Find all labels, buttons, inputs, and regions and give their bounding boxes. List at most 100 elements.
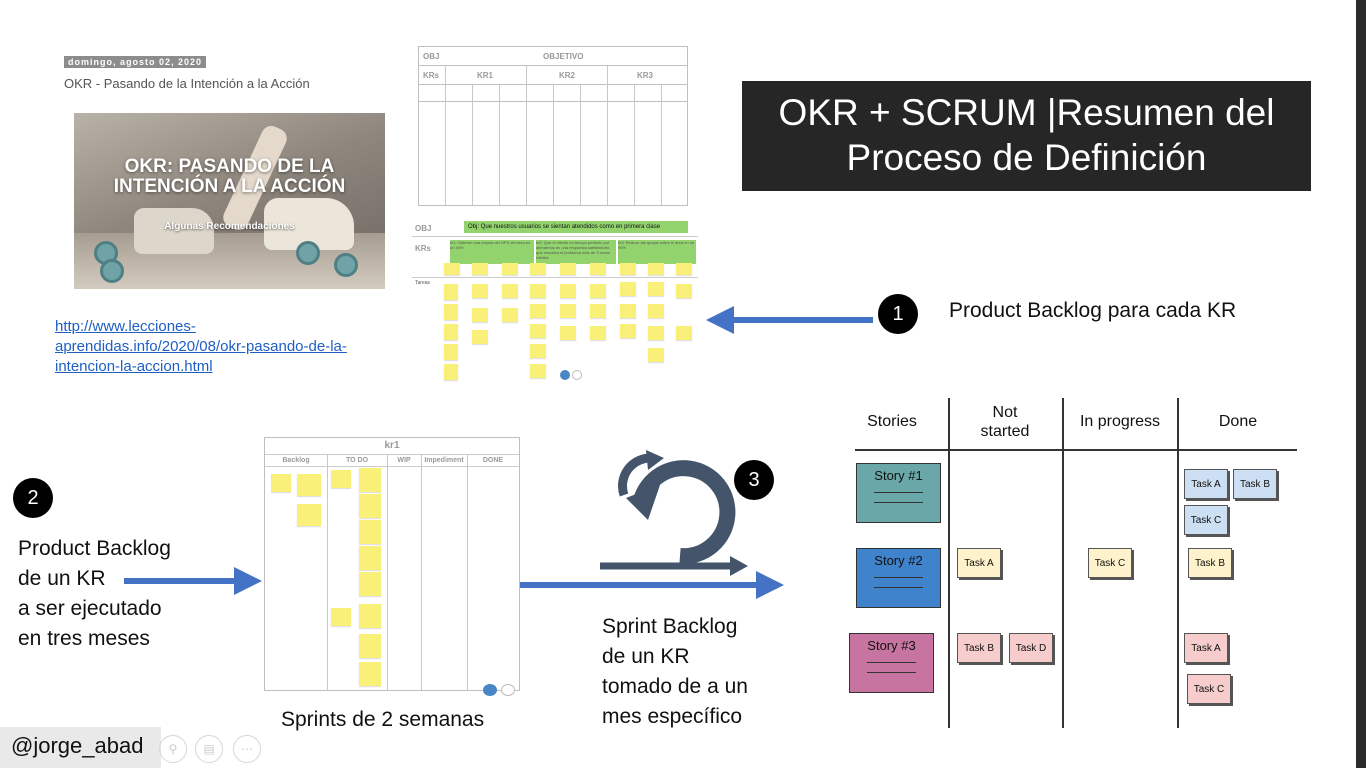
story-card: Story #3	[849, 633, 934, 693]
task-card: Task A	[1184, 469, 1228, 499]
sticky-note	[648, 263, 664, 275]
image-title: OKR: PASANDO DE LA INTENCIÓN A LA ACCIÓN	[113, 156, 346, 197]
sticky-note	[530, 344, 546, 358]
sticky-note	[444, 263, 460, 275]
sticky-note	[620, 304, 636, 318]
story-line	[873, 493, 924, 503]
story-line	[873, 578, 924, 588]
sticky-note	[590, 263, 606, 275]
sticky-note	[297, 504, 321, 526]
column-divider	[661, 85, 662, 205]
sticky-note	[359, 572, 381, 596]
sticky-note	[444, 344, 458, 360]
column-divider	[580, 85, 581, 205]
story-line	[873, 568, 924, 578]
text-line: en tres meses	[18, 627, 150, 650]
arrow-left-icon	[706, 306, 873, 334]
wheel-icon	[296, 241, 320, 265]
kanban-column-header: In progress	[1079, 413, 1161, 430]
sticky-note	[530, 263, 546, 275]
kanban-column-divider	[1177, 398, 1179, 728]
sticky-note	[502, 308, 518, 322]
column-header: TO DO	[345, 457, 369, 464]
text-line: tomado de a un	[602, 675, 748, 698]
sticky-note	[648, 348, 664, 362]
step-1-text: Product Backlog para cada KR	[949, 299, 1237, 322]
text-line: de un KR	[602, 645, 690, 668]
sticky-note	[359, 662, 381, 686]
column-header: Backlog	[282, 457, 310, 464]
story-card: Story #2	[856, 548, 941, 608]
wheel-icon	[334, 253, 358, 277]
divider	[265, 454, 519, 455]
sticky-note	[530, 324, 546, 338]
objective-cell: Obj: Que nuestros usuarios se sientan at…	[464, 221, 688, 233]
kr-label: KR3	[637, 71, 654, 80]
text-line: de un KR	[18, 567, 106, 590]
sticky-note	[560, 284, 576, 298]
sticky-note	[590, 284, 606, 298]
sticky-note	[560, 326, 576, 340]
step-3-badge: 3	[734, 460, 774, 500]
divider	[412, 236, 698, 237]
sticky-note	[590, 304, 606, 318]
sticky-note	[676, 263, 692, 275]
text-line: mes específico	[602, 705, 743, 728]
sprint-board: kr1 Backlog TO DO WIP Impediment DONE	[264, 437, 520, 696]
sticky-note	[620, 282, 636, 296]
add-icon	[501, 684, 515, 696]
sticky-note	[444, 364, 458, 380]
sticky-note	[472, 284, 488, 298]
krs-label: KRs	[415, 244, 432, 253]
task-card: Task C	[1187, 674, 1231, 704]
zoom-icon[interactable]: ⚲	[159, 735, 187, 763]
kanban-column-header: Stories	[867, 413, 917, 430]
column-divider	[526, 66, 527, 205]
sprint-board-title: kr1	[384, 440, 400, 451]
column-divider	[607, 66, 608, 205]
footer-bar	[0, 727, 161, 768]
scrum-cycle-base-arrowhead	[730, 556, 748, 576]
kr-cell: kr2: Que el cliente en tiempo perfecto p…	[536, 240, 616, 264]
sticky-note	[472, 330, 488, 344]
sticky-note	[648, 326, 664, 340]
sticky-note	[530, 304, 546, 318]
text-line: Product Backlog	[18, 537, 171, 560]
arrow-right-icon	[124, 567, 262, 595]
text-line: a ser ejecutado	[18, 597, 162, 620]
scrum-cycle-icon	[632, 460, 736, 565]
blog-hero-image: OKR: PASANDO DE LA INTENCIÓN A LA ACCIÓN…	[74, 113, 385, 289]
image-subtitle: Algunas Recomendaciones	[164, 221, 295, 232]
column-divider	[467, 454, 468, 690]
sticky-note	[444, 324, 458, 340]
sticky-note	[560, 263, 576, 275]
divider	[412, 277, 698, 278]
column-divider	[327, 454, 328, 690]
kr-label: KR1	[477, 71, 494, 80]
sticky-note	[359, 520, 381, 544]
column-header: DONE	[482, 457, 504, 464]
kanban-column-header: Done	[1218, 413, 1258, 430]
sticky-note	[359, 546, 381, 570]
column-header: Impediment	[424, 457, 464, 464]
task-card: Task D	[1009, 633, 1053, 663]
kanban-header-divider	[855, 449, 1297, 451]
task-card: Task C	[1184, 505, 1228, 535]
sticky-note	[359, 604, 381, 628]
sticky-note	[530, 364, 546, 378]
add-icon	[572, 370, 582, 380]
story-line	[866, 663, 917, 673]
blog-link[interactable]: http://www.lecciones-aprendidas.info/202…	[55, 318, 347, 375]
sticky-note	[648, 282, 664, 296]
sticky-note	[331, 470, 351, 488]
slide-view-icon[interactable]: ▤	[195, 735, 223, 763]
obj-label: OBJ	[423, 52, 440, 61]
step-1-badge: 1	[878, 294, 918, 334]
more-options-icon[interactable]: ⋯	[233, 735, 261, 763]
task-card: Task A	[957, 548, 1001, 578]
column-divider	[387, 454, 388, 690]
sticky-note	[472, 308, 488, 322]
sticky-note	[444, 284, 458, 300]
kanban-column-divider	[1062, 398, 1064, 728]
